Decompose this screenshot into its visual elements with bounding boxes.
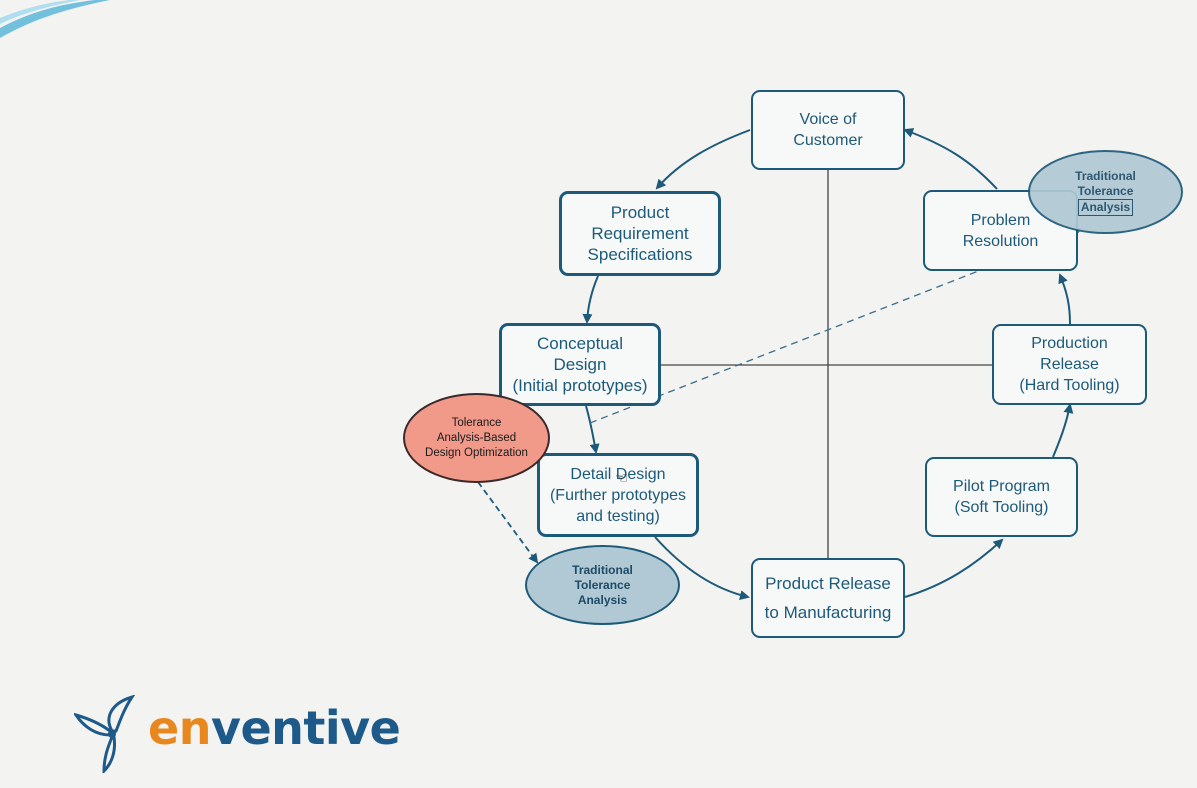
arrow-problem-to-voc (903, 128, 998, 190)
node-production-release: Production Release (Hard Tooling) (992, 324, 1147, 405)
arrow-production-to-problem (1058, 273, 1071, 325)
node-product-release-to-manufacturing: Product Release to Manufacturing (751, 558, 905, 638)
arrow-voc-to-prs (655, 129, 751, 190)
arrow-prs-to-conceptual (582, 275, 599, 324)
node-conceptual-design: Conceptual Design (Initial prototypes) (499, 323, 661, 406)
dashed-arrow-to-lower-traditional (477, 481, 539, 564)
turbine-blades-icon (74, 695, 136, 773)
arrow-conceptual-to-detail (585, 405, 600, 454)
logo-text-en: en (148, 701, 211, 755)
corner-swoosh-decoration (0, 0, 110, 38)
logo-text-ventive: ventive (210, 701, 401, 755)
logo-wordmark: enventive (148, 701, 401, 755)
arrow-release-to-pilot (904, 538, 1004, 598)
node-voice-of-customer: Voice of Customer (751, 90, 905, 170)
ellipse-traditional-tolerance-upper: Traditional Tolerance Analysis (1028, 150, 1183, 234)
node-product-requirement-specifications: Product Requirement Specifications (559, 191, 721, 276)
node-pilot-program: Pilot Program (Soft Tooling) (925, 457, 1078, 537)
node-detail-design: Detail Design (Further prototypes and te… (537, 453, 699, 537)
ellipse-tolerance-analysis-based-optimization: Tolerance Analysis-Based Design Optimiza… (403, 393, 550, 483)
arrow-detail-to-release (654, 536, 750, 601)
ellipse-traditional-tolerance-lower: Traditional Tolerance Analysis (525, 545, 680, 625)
arrow-pilot-to-production (1052, 403, 1074, 458)
hand-pointer-icon: ☜ (615, 470, 629, 487)
